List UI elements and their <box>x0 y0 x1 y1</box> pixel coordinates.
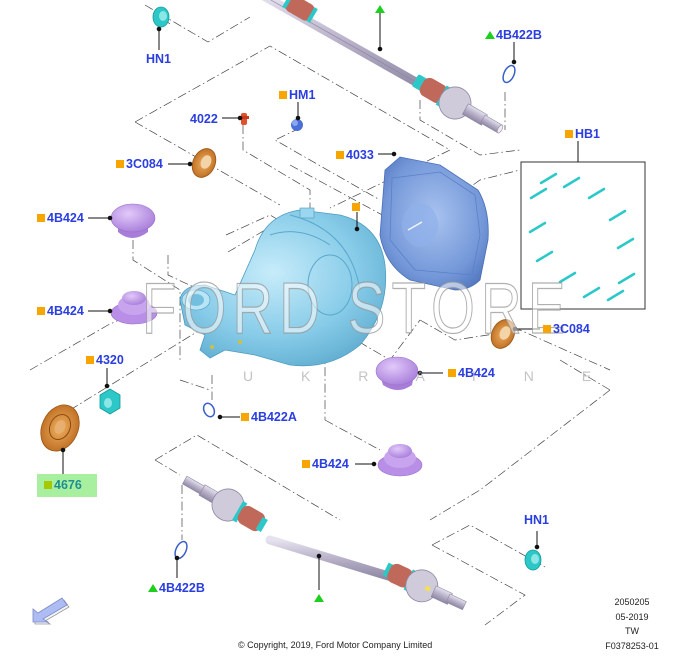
copyright-text: © Copyright, 2019, Ford Motor Company Li… <box>238 640 433 650</box>
figure-id: F0378253-01 <box>605 641 659 651</box>
plug-4b424-4 <box>377 444 423 477</box>
callout-label: 4B422B <box>159 581 205 595</box>
square-marker-icon <box>543 325 551 333</box>
hm1-part <box>291 119 303 131</box>
plug-4b424-1 <box>110 203 156 238</box>
seal-3c084-right <box>490 319 516 349</box>
hn1-nut-bottom <box>524 549 542 571</box>
callout-label: 4022 <box>190 112 218 126</box>
callout-label: 4B424 <box>312 457 349 471</box>
leader-lines <box>60 12 579 590</box>
hn1-nut-top <box>152 6 170 28</box>
square-marker-icon <box>352 203 360 211</box>
breather-4022 <box>239 113 249 125</box>
marker-shaft-bottom[interactable] <box>314 591 325 605</box>
callout-4676: 4676 <box>37 474 97 492</box>
callout-hm1[interactable]: HM1 <box>279 88 315 102</box>
callout-4b424-3[interactable]: 4B424 <box>448 366 495 380</box>
callout-4676-highlight[interactable]: 4676 <box>37 474 97 497</box>
triangle-marker-icon <box>314 594 324 602</box>
callout-label: 4B424 <box>458 366 495 380</box>
callout-label: 4320 <box>96 353 124 367</box>
square-marker-icon <box>448 369 456 377</box>
differential-cover <box>379 156 489 291</box>
plug-4b424-3 <box>375 356 419 390</box>
callout-label: HM1 <box>289 88 316 102</box>
callout-label: HN1 <box>524 513 550 527</box>
callout-label: 4676 <box>54 478 82 492</box>
diagram-code: 2050205 <box>614 597 650 607</box>
callout-label: 4B422A <box>251 410 297 424</box>
square-marker-icon <box>37 214 45 222</box>
clip-4b422a <box>202 402 216 418</box>
callout-4b424-4[interactable]: 4B424 <box>302 457 349 471</box>
callout-4b422b-bottom[interactable]: 4B422B <box>148 581 205 595</box>
bolt-kit-box <box>520 161 646 310</box>
square-marker-icon <box>86 356 94 364</box>
callout-label: 4B424 <box>47 211 84 225</box>
callout-label: HB1 <box>575 127 601 141</box>
square-marker-icon <box>279 91 287 99</box>
callout-label: 4033 <box>346 148 374 162</box>
square-marker-icon <box>37 307 45 315</box>
square-marker-icon <box>44 481 52 489</box>
square-marker-icon <box>565 130 573 138</box>
seal-3c084-left <box>191 148 217 178</box>
callout-4320[interactable]: 4320 <box>86 353 124 367</box>
callout-label: 3C084 <box>553 322 590 336</box>
triangle-marker-icon <box>148 584 158 592</box>
callout-3c084-right[interactable]: 3C084 <box>543 322 590 336</box>
arrow-down-left-icon[interactable] <box>32 597 70 625</box>
square-marker-icon <box>116 160 124 168</box>
callout-hb1[interactable]: HB1 <box>565 127 600 141</box>
marker-shaft-top[interactable] <box>375 2 386 16</box>
nut-4320 <box>99 388 121 415</box>
callout-3c084-left[interactable]: 3C084 <box>116 157 163 171</box>
diagram-date: 05-2019 <box>615 612 649 622</box>
square-marker-icon <box>336 151 344 159</box>
half-shaft-top <box>261 0 504 134</box>
callout-4b422a[interactable]: 4B422A <box>241 410 297 424</box>
callout-label: 4B422B <box>496 28 542 42</box>
plug-4b424-2 <box>110 291 158 325</box>
callout-housing[interactable] <box>352 200 362 214</box>
callout-hn1-top[interactable]: HN1 <box>146 52 171 66</box>
callout-hn1-bottom[interactable]: HN1 <box>524 513 549 527</box>
half-shaft-bottom <box>182 475 467 611</box>
callout-4b424-2[interactable]: 4B424 <box>37 304 84 318</box>
square-marker-icon <box>241 413 249 421</box>
callout-label: 4B424 <box>47 304 84 318</box>
callout-label: HN1 <box>146 52 172 66</box>
callout-label: 3C084 <box>126 157 163 171</box>
callout-4033[interactable]: 4033 <box>336 148 374 162</box>
callout-4022[interactable]: 4022 <box>190 112 218 126</box>
diagram-region: TW <box>625 626 639 636</box>
square-marker-icon <box>302 460 310 468</box>
callout-4b424-1[interactable]: 4B424 <box>37 211 84 225</box>
differential-housing <box>179 207 387 367</box>
flange-4676 <box>40 404 80 452</box>
bolt-kit-bolts <box>528 172 636 302</box>
clip-4b422b-top <box>502 64 516 84</box>
triangle-marker-icon <box>485 31 495 39</box>
triangle-marker-icon <box>375 5 385 13</box>
callout-4b422b-top[interactable]: 4B422B <box>485 28 542 42</box>
